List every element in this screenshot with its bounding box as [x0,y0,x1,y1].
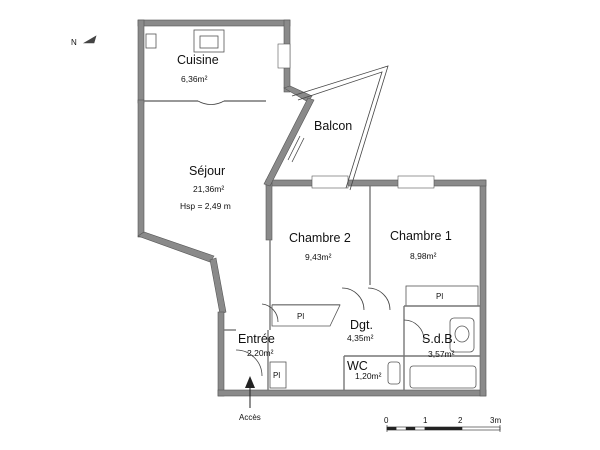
room-cuisine: Cuisine 6,36m² [177,53,219,84]
placard-chambre-1-label: Pl [436,292,443,301]
room-area: 2,20m² [247,348,274,358]
access-marker: Accès [239,376,261,422]
room-chambre-1: Chambre 1 8,98m² [390,229,452,261]
room-entree: Entrée 2,20m² [238,332,275,358]
room-dgt: Dgt. 4,35m² [347,318,374,343]
fixtures [145,29,477,389]
room-name: Balcon [314,119,352,133]
scale-tick-1: 1 [423,416,428,425]
arrow-up-icon [245,376,255,388]
room-sdb: S.d.B. 3,57m² [422,332,456,359]
balcony-outline [287,65,389,191]
north-arrow-icon [82,35,97,44]
room-name: S.d.B. [422,332,456,346]
room-height: Hsp = 2,49 m [180,201,231,211]
room-area: 3,57m² [428,349,455,359]
placard-entree-label: Pl [273,371,280,380]
scale-bar: 0 1 2 3m [384,416,501,432]
door-swings [197,100,425,377]
room-name: Dgt. [350,318,373,332]
room-area: 9,43m² [305,252,332,262]
room-name: Séjour [189,164,225,178]
interior-walls [144,100,480,390]
room-area: 1,20m² [355,371,382,381]
compass: N [71,35,97,47]
access-label: Accès [239,413,261,422]
room-balcon: Balcon [314,119,352,133]
room-name: Cuisine [177,53,219,67]
exterior-walls [137,19,487,397]
room-area: 6,36m² [181,74,208,84]
scale-tick-2: 2 [458,416,463,425]
room-chambre-2: Chambre 2 9,43m² [289,231,351,262]
room-name: WC [347,359,368,373]
room-area: 4,35m² [347,333,374,343]
room-area: 8,98m² [410,251,437,261]
room-name: Entrée [238,332,275,346]
room-area: 21,36m² [193,184,224,194]
room-wc: WC 1,20m² [347,359,382,381]
room-name: Chambre 1 [390,229,452,243]
scale-tick-3: 3m [490,416,501,425]
room-sejour: Séjour 21,36m² Hsp = 2,49 m [180,164,231,211]
room-name: Chambre 2 [289,231,351,245]
scale-tick-0: 0 [384,416,389,425]
compass-label: N [71,38,77,47]
placard-chambre-2-label: Pl [297,312,304,321]
